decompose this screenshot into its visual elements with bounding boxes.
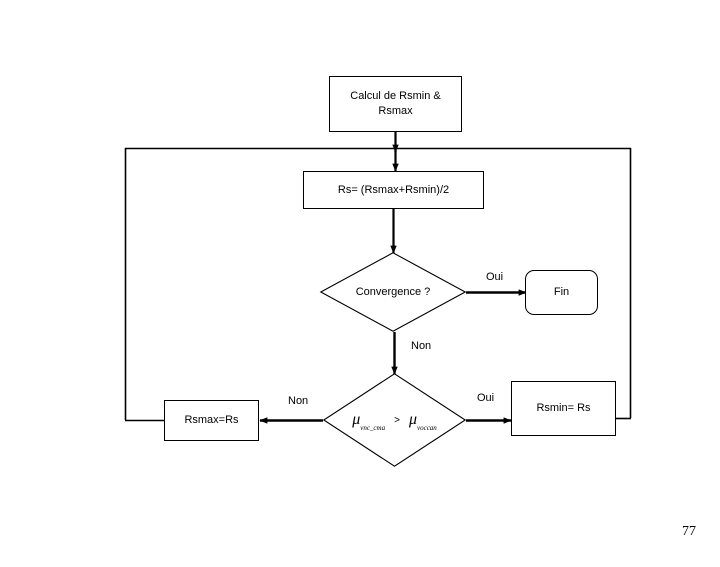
decision-node-compare[interactable]: μvnc_cma > μvoccan [322,373,467,467]
node-fin-label: Fin [553,286,570,299]
node-calcul-line2: Rsmax [378,105,413,117]
node-rsmax-label: Rsmax=Rs [184,414,239,427]
process-node-calcul[interactable]: Calcul de Rsmin & Rsmax [329,76,462,132]
node-rsmin-label: Rsmin= Rs [536,402,591,415]
edge-label-convergence-no: Non [411,340,432,352]
process-node-rsmax[interactable]: Rsmax=Rs [164,400,259,441]
edge-label-compare-yes: Oui [477,392,495,404]
node-calcul-line1: Calcul de Rsmin & [350,90,441,103]
terminator-node-fin[interactable]: Fin [525,270,598,315]
decision-node-convergence[interactable]: Convergence ? [319,252,467,332]
process-node-rs[interactable]: Rs= (Rsmax+Rsmin)/2 [303,171,484,209]
process-node-rsmin[interactable]: Rsmin= Rs [511,381,616,436]
page-number: 77 [682,524,696,539]
convergence-diamond-shape [319,252,467,332]
node-rs-label: Rs= (Rsmax+Rsmin)/2 [337,183,450,196]
compare-diamond-shape [322,373,467,467]
edge-label-compare-no: Non [288,395,309,407]
edge-label-convergence-yes: Oui [486,271,504,283]
